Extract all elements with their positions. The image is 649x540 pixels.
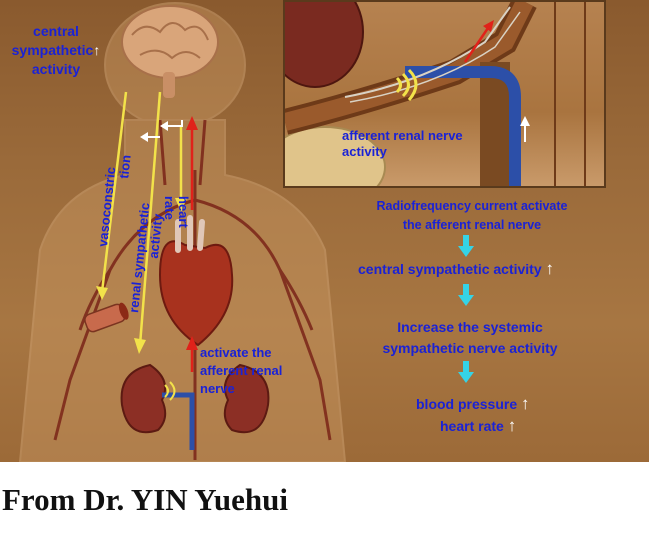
up-arrow-icon: ↑	[545, 259, 555, 278]
flow-step-blood-pressure: blood pressure ↑ heart rate ↑	[416, 394, 530, 435]
flow-step-central: central sympathetic activity ↑	[358, 259, 555, 278]
renal-catheter	[162, 381, 195, 450]
up-arrow-icon: ↑	[521, 394, 530, 413]
signal-arrows	[96, 91, 198, 372]
heart	[158, 215, 234, 347]
heart-rate-label: heart rate	[162, 196, 191, 228]
kidneys	[120, 363, 270, 434]
up-arrow-icon: ↑	[507, 416, 517, 435]
flow-step-systemic: Increase the systemic sympathetic nerve …	[382, 319, 558, 356]
brain	[121, 5, 219, 98]
activate-afferent-label: activate the afferent renal nerve	[200, 345, 283, 396]
renal-nerve-inset: afferent renal nerve activity	[283, 0, 606, 188]
diagram-figure: afferent renal nerve activity central sy…	[0, 0, 649, 462]
central-activity-label: central sympathetic↑ activity	[11, 23, 101, 77]
body-illustration	[18, 2, 347, 462]
flow-step-radiofrequency: Radiofrequency current activate the affe…	[376, 199, 568, 232]
caption: From Dr. YIN Yuehui	[2, 482, 288, 517]
inset-illustration	[285, 2, 586, 186]
flow-arrow-1	[458, 235, 474, 257]
up-arrow-icon: ↑	[93, 42, 101, 58]
vessel-segment	[84, 302, 129, 333]
flow-arrow-3	[458, 361, 474, 383]
flow-arrow-2	[458, 284, 474, 306]
afferent-inset-label: afferent renal nerve activity	[342, 128, 463, 159]
